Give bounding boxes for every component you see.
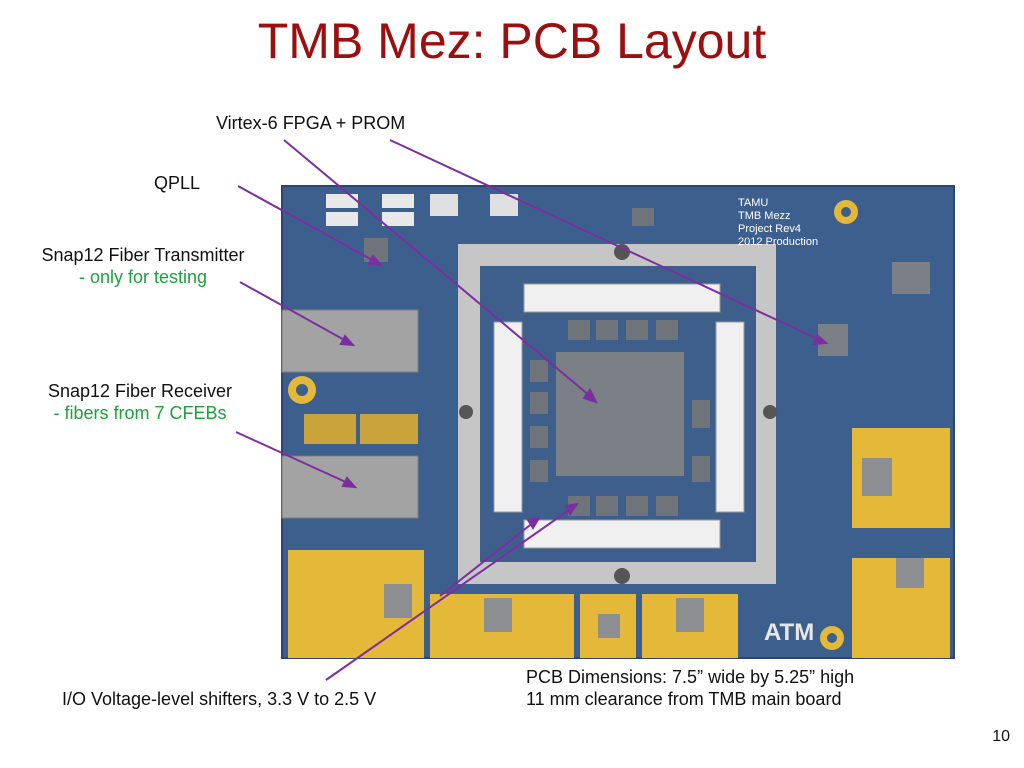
slide-number: 10 [992,728,1010,745]
slide-title: TMB Mez: PCB Layout [257,13,767,69]
arrow-prom [389,139,821,341]
silk-line-2: TMB Mezz [738,210,791,222]
callout-transmitter-main: Snap12 Fiber Transmitter [41,245,245,265]
arrow-qpll [237,185,377,263]
silk-line-3: Project Rev4 [738,223,801,235]
arrow-io-right [325,507,573,681]
arrow-fpga [283,139,591,397]
atm-logo: ATM [764,619,814,646]
callout-transmitter: Snap12 Fiber Transmitter - only for test… [12,244,274,288]
callout-arrows [235,139,829,681]
silkscreen-text: TAMU TMB Mezz Project Rev4 2012 Producti… [738,197,818,248]
callout-receiver: Snap12 Fiber Receiver - fibers from 7 CF… [16,380,264,424]
callout-receiver-main: Snap12 Fiber Receiver [47,381,233,401]
callout-transmitter-sub: - only for testing [78,267,208,287]
pcb-dimensions: PCB Dimensions: 7.5” wide by 5.25” high … [526,666,854,710]
pcb-dimensions-line1: PCB Dimensions: 7.5” wide by 5.25” high [526,667,855,687]
silk-line-1: TAMU [738,197,768,209]
callout-io-shifters: I/O Voltage-level shifters, 3.3 V to 2.5… [62,689,377,709]
arrow-tx [239,281,349,343]
callout-fpga: Virtex-6 FPGA + PROM [216,113,406,133]
arrow-rx [235,431,351,485]
callout-qpll: QPLL [154,173,201,193]
pcb-board: ATM TAMU TMB Mezz Project Rev4 2012 Prod… [281,185,955,659]
pcb-dimensions-line2: 11 mm clearance from TMB main board [526,689,842,709]
silk-line-4: 2012 Production [738,236,818,248]
fpga-chip [556,352,684,476]
callout-receiver-sub: - fibers from 7 CFEBs [53,403,227,423]
arrow-io-mid [439,521,535,597]
